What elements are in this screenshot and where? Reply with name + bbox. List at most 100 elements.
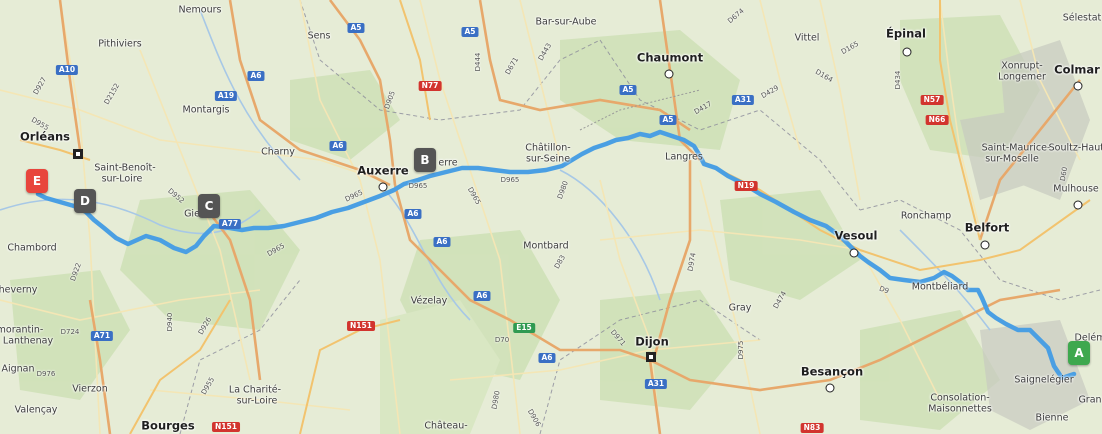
road-label-d724: D724 — [60, 328, 80, 336]
road-shield-a6-s2: A6 — [538, 353, 556, 363]
place-label-consolation: Consolation- — [930, 392, 990, 404]
motorways — [58, 0, 1082, 434]
road-shield-n57: N57 — [920, 95, 944, 105]
place-label-vezelay: Vézelay — [410, 295, 448, 307]
road-shield-e15: E15 — [513, 323, 535, 333]
boundary-dots — [579, 89, 701, 131]
place-label-gran: Gran — [1078, 394, 1102, 406]
place-label-sur-seine: sur-Seine — [525, 153, 571, 165]
road-shield-a5-ne: A5 — [461, 27, 479, 37]
place-label-pithiviers: Pithiviers — [98, 38, 142, 50]
place-label-auxerre: Auxerre — [357, 163, 409, 178]
road-shield-a5-c: A5 — [619, 85, 637, 95]
place-label-gray: Gray — [728, 302, 752, 314]
place-label-besancon: Besançon — [800, 364, 864, 379]
place-label-bourges: Bourges — [141, 418, 195, 433]
place-label-nemours: Nemours — [178, 4, 222, 16]
place-label-valencay: Valençay — [14, 404, 58, 416]
place-label-bienne: Bienne — [1035, 412, 1069, 424]
place-label-erre: erre — [438, 157, 458, 169]
place-label-chaumont: Chaumont — [636, 50, 704, 65]
road-label-d965-c: D965 — [500, 176, 520, 184]
place-label-soultz: Soultz-Haut- — [1048, 142, 1102, 154]
place-label-saint-benoit: Saint-Benoît- — [94, 162, 156, 174]
place-label-romorantin: morantin- — [0, 324, 44, 336]
route-marker-b[interactable]: B — [414, 148, 436, 172]
road-shield-a31-s: A31 — [644, 379, 668, 389]
place-label-charny: Charny — [261, 146, 295, 158]
place-label-vittel: Vittel — [794, 32, 820, 44]
place-label-montbard: Montbard — [523, 240, 569, 252]
road-shield-a6-ss: A6 — [433, 237, 451, 247]
place-label-gien: Gien — [184, 208, 206, 220]
road-shield-a19: A19 — [214, 91, 238, 101]
road-label-d965-e: D965 — [408, 182, 428, 190]
route-marker-e[interactable]: E — [26, 169, 48, 193]
road-shield-a31-n: A31 — [731, 95, 755, 105]
place-label-la-charite-2: sur-Loire — [236, 395, 278, 407]
place-label-ronchamp: Ronchamp — [900, 210, 952, 222]
road-label-d444: D444 — [474, 52, 482, 72]
place-label-orleans: Orléans — [20, 129, 70, 144]
road-shield-a6-n: A6 — [247, 71, 265, 81]
place-label-selestat: Sélestat — [1062, 12, 1102, 24]
road-label-d70: D70 — [494, 336, 510, 344]
region-borders — [179, 0, 1101, 434]
place-label-cheverny: heverny — [0, 284, 38, 296]
place-label-sur-loire: sur-Loire — [101, 173, 143, 185]
place-label-belfort: Belfort — [964, 220, 1010, 235]
dijon-capital-icon — [646, 352, 656, 362]
road-shield-a6-c: A6 — [329, 141, 347, 151]
road-shield-a71: A71 — [90, 331, 114, 341]
road-shield-a6-s: A6 — [404, 209, 422, 219]
place-label-delemont: Delém — [1074, 332, 1102, 344]
road-label-d975: D975 — [737, 340, 745, 360]
place-label-epinal: Épinal — [886, 26, 926, 41]
epinal-city-icon — [902, 47, 912, 57]
place-label-longemer: Longemer — [998, 71, 1046, 83]
place-label-langres: Langres — [665, 151, 703, 163]
belfort-city-icon — [980, 240, 990, 250]
road-shield-n151-s: N151 — [212, 422, 240, 432]
route-marker-a[interactable]: A — [1068, 341, 1090, 365]
place-label-maisonnettes: Maisonnettes — [928, 403, 992, 415]
road-shield-n19: N19 — [734, 181, 758, 191]
route-marker-c[interactable]: C — [198, 194, 220, 218]
place-label-sur-moselle: sur-Moselle — [985, 153, 1039, 165]
place-label-mulhouse: Mulhouse — [1053, 183, 1099, 195]
road-shield-n83: N83 — [800, 423, 824, 433]
place-label-dijon: Dijon — [635, 334, 669, 349]
place-label-bar-sur-aube: Bar-sur-Aube — [535, 16, 597, 28]
place-label-aignan: Aignan — [1, 363, 35, 375]
mountain-shading — [960, 40, 1090, 430]
auxerre-city-icon — [378, 182, 388, 192]
road-label-d940: D940 — [166, 312, 174, 332]
route-line — [35, 129, 1077, 381]
place-label-saignelegier: Saignelégier — [1014, 374, 1074, 386]
park-area — [380, 300, 500, 434]
orleans-capital-icon — [73, 149, 83, 159]
road-shield-a5-n: A5 — [347, 23, 365, 33]
place-label-lanthenay: Lanthenay — [2, 335, 54, 347]
mulhouse-city-icon — [1073, 200, 1083, 210]
road-shield-n151: N151 — [347, 321, 375, 331]
place-label-chateau: Château- — [424, 420, 468, 432]
vesoul-city-icon — [849, 248, 859, 258]
place-label-sens: Sens — [307, 30, 331, 42]
road-shield-a5-c2: A5 — [659, 115, 677, 125]
place-label-montargis: Montargis — [182, 104, 230, 116]
besancon-city-icon — [825, 383, 835, 393]
place-label-xonrupt: Xonrupt- — [1001, 60, 1043, 72]
place-label-vierzon: Vierzon — [72, 383, 108, 395]
place-label-chambord: Chambord — [7, 242, 57, 254]
road-shield-a10: A10 — [55, 65, 79, 75]
road-shield-n66: N66 — [925, 115, 949, 125]
place-label-vesoul: Vesoul — [834, 228, 878, 243]
route-marker-d[interactable]: D — [74, 189, 96, 213]
place-label-chatillon: Châtillon- — [525, 142, 571, 154]
place-label-montbeliard: Montbéliard — [911, 281, 969, 293]
road-shield-a6-c2: A6 — [473, 291, 491, 301]
